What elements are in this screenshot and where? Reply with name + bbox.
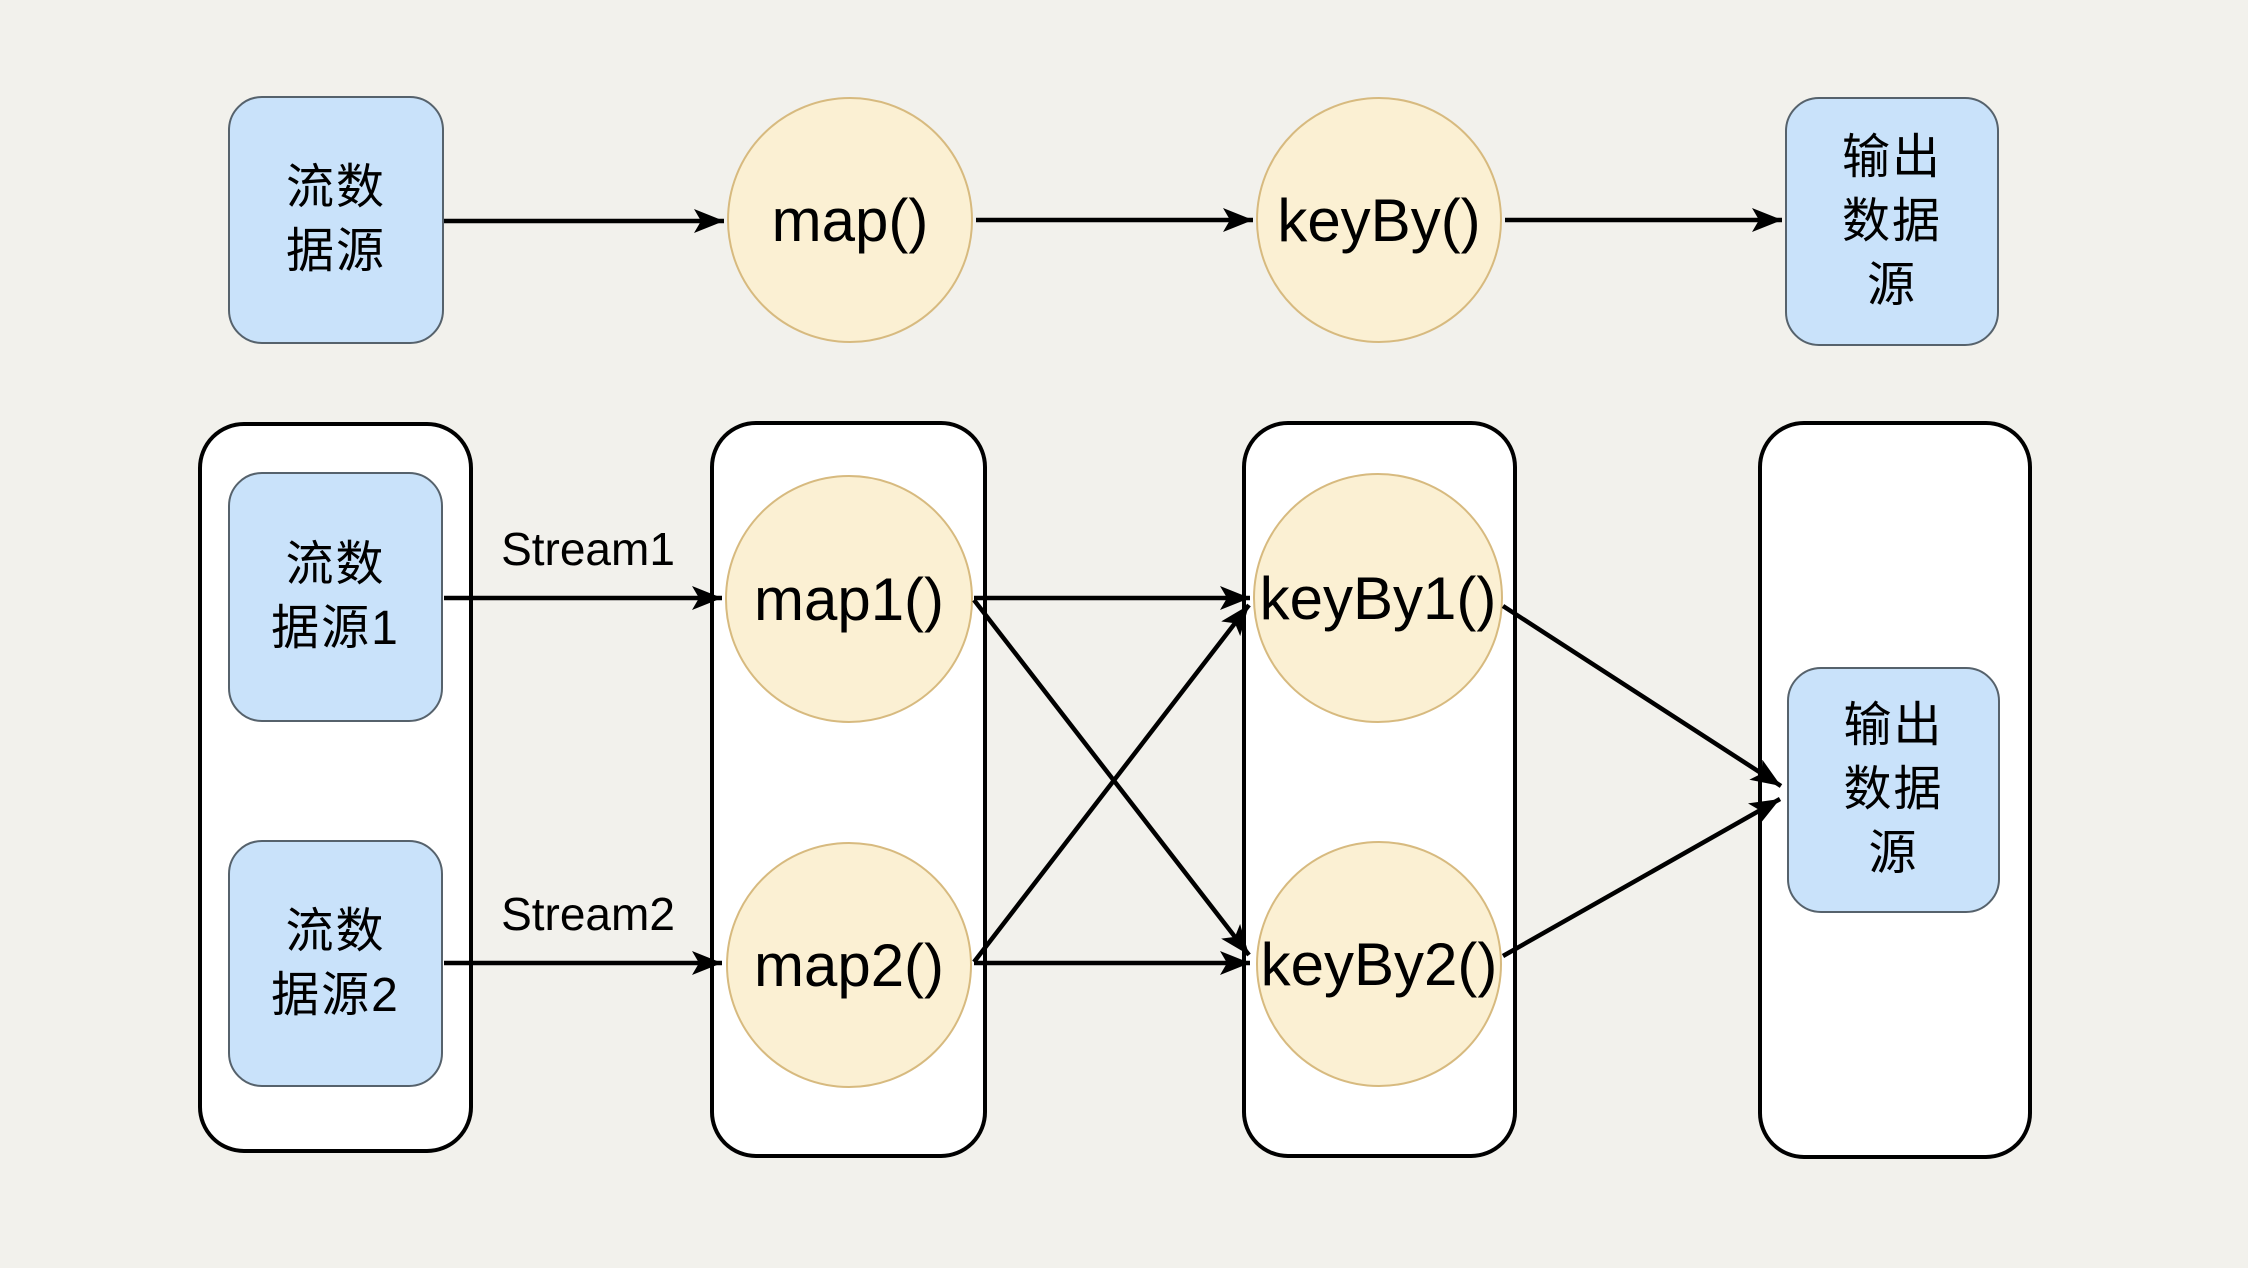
keyby2-node: keyBy2() bbox=[1256, 841, 1502, 1087]
edge-map1-to-keyby2 bbox=[972, 598, 1251, 957]
top-keyby-node: keyBy() bbox=[1256, 97, 1502, 343]
source1-label: 流数 据源1 bbox=[271, 538, 400, 655]
keyby1-label: keyBy1() bbox=[1259, 564, 1497, 632]
map1-label: map1() bbox=[753, 565, 945, 633]
top-keyby-label: keyBy() bbox=[1277, 186, 1481, 254]
keyby2-label: keyBy2() bbox=[1260, 930, 1498, 998]
source2-label: 流数 据源2 bbox=[271, 904, 400, 1022]
top-map-node: map() bbox=[727, 97, 973, 343]
edge-map2-to-keyby1 bbox=[972, 603, 1251, 964]
edge-keyby1-to-sink bbox=[1501, 604, 1783, 788]
top-map-label: map() bbox=[771, 186, 929, 254]
source2-node: 流数 据源2 bbox=[228, 840, 443, 1087]
map1-node: map1() bbox=[725, 475, 973, 723]
stream2-edge-label: Stream2 bbox=[501, 888, 675, 940]
stream1-edge-label: Stream1 bbox=[501, 523, 675, 575]
top-sink-label: 输出 数据 源 bbox=[1841, 130, 1942, 312]
source1-node: 流数 据源1 bbox=[228, 472, 443, 722]
parallel-sink-label: 输出 数据 源 bbox=[1843, 699, 1944, 880]
map2-label: map2() bbox=[753, 931, 945, 999]
map2-node: map2() bbox=[726, 842, 972, 1088]
top-source-node: 流数 据源 bbox=[228, 96, 444, 344]
top-sink-node: 输出 数据 源 bbox=[1785, 97, 1999, 346]
parallel-sink-node: 输出 数据 源 bbox=[1787, 667, 2000, 913]
top-source-label: 流数 据源 bbox=[285, 161, 386, 278]
keyby1-node: keyBy1() bbox=[1253, 473, 1503, 723]
edge-keyby2-to-sink bbox=[1501, 797, 1782, 958]
